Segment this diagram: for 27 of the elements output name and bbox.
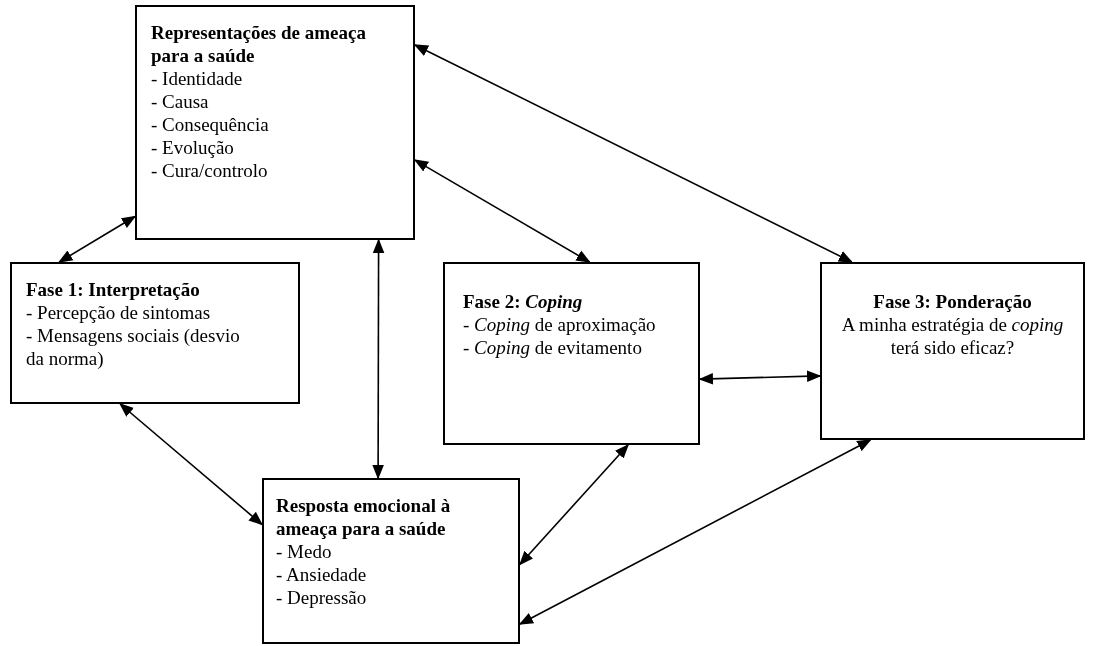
double-arrow	[372, 238, 385, 480]
list-item: - Causa	[151, 90, 210, 113]
box-heading: Fase 2: Coping	[463, 290, 584, 313]
list-item: - Ansiedade	[276, 563, 368, 586]
text-box	[10, 262, 300, 404]
list-item: - Depressão	[276, 586, 368, 609]
text-box	[443, 262, 700, 445]
list-item: - Cura/controlo	[151, 159, 269, 182]
list-item: - Medo	[276, 540, 333, 563]
list-item: A minha estratégia de coping terá sido eficaz?	[840, 313, 1065, 359]
double-arrow	[119, 403, 264, 526]
text-box	[262, 478, 520, 644]
list-item: - Coping de evitamento	[463, 336, 643, 359]
double-arrow	[58, 215, 137, 263]
text-box	[135, 5, 415, 240]
double-arrow	[519, 443, 629, 566]
text-box	[820, 262, 1085, 440]
list-item: - Evolução	[151, 136, 235, 159]
list-item: - Consequência	[151, 113, 270, 136]
list-item: - Percepção de sintomas	[26, 301, 212, 324]
list-item: - Coping de aproximação	[463, 313, 657, 336]
box-heading: Representações de ameaça para a saúde	[151, 21, 367, 67]
box-heading: Resposta emocional à ameaça para a saúde	[276, 494, 452, 540]
list-item: - Identidade	[151, 67, 244, 90]
box-heading: Fase 1: Interpretação	[26, 278, 201, 301]
list-item: - Mensagens sociais (desvio da norma)	[26, 324, 241, 370]
box-heading: Fase 3: Ponderação	[872, 290, 1033, 313]
